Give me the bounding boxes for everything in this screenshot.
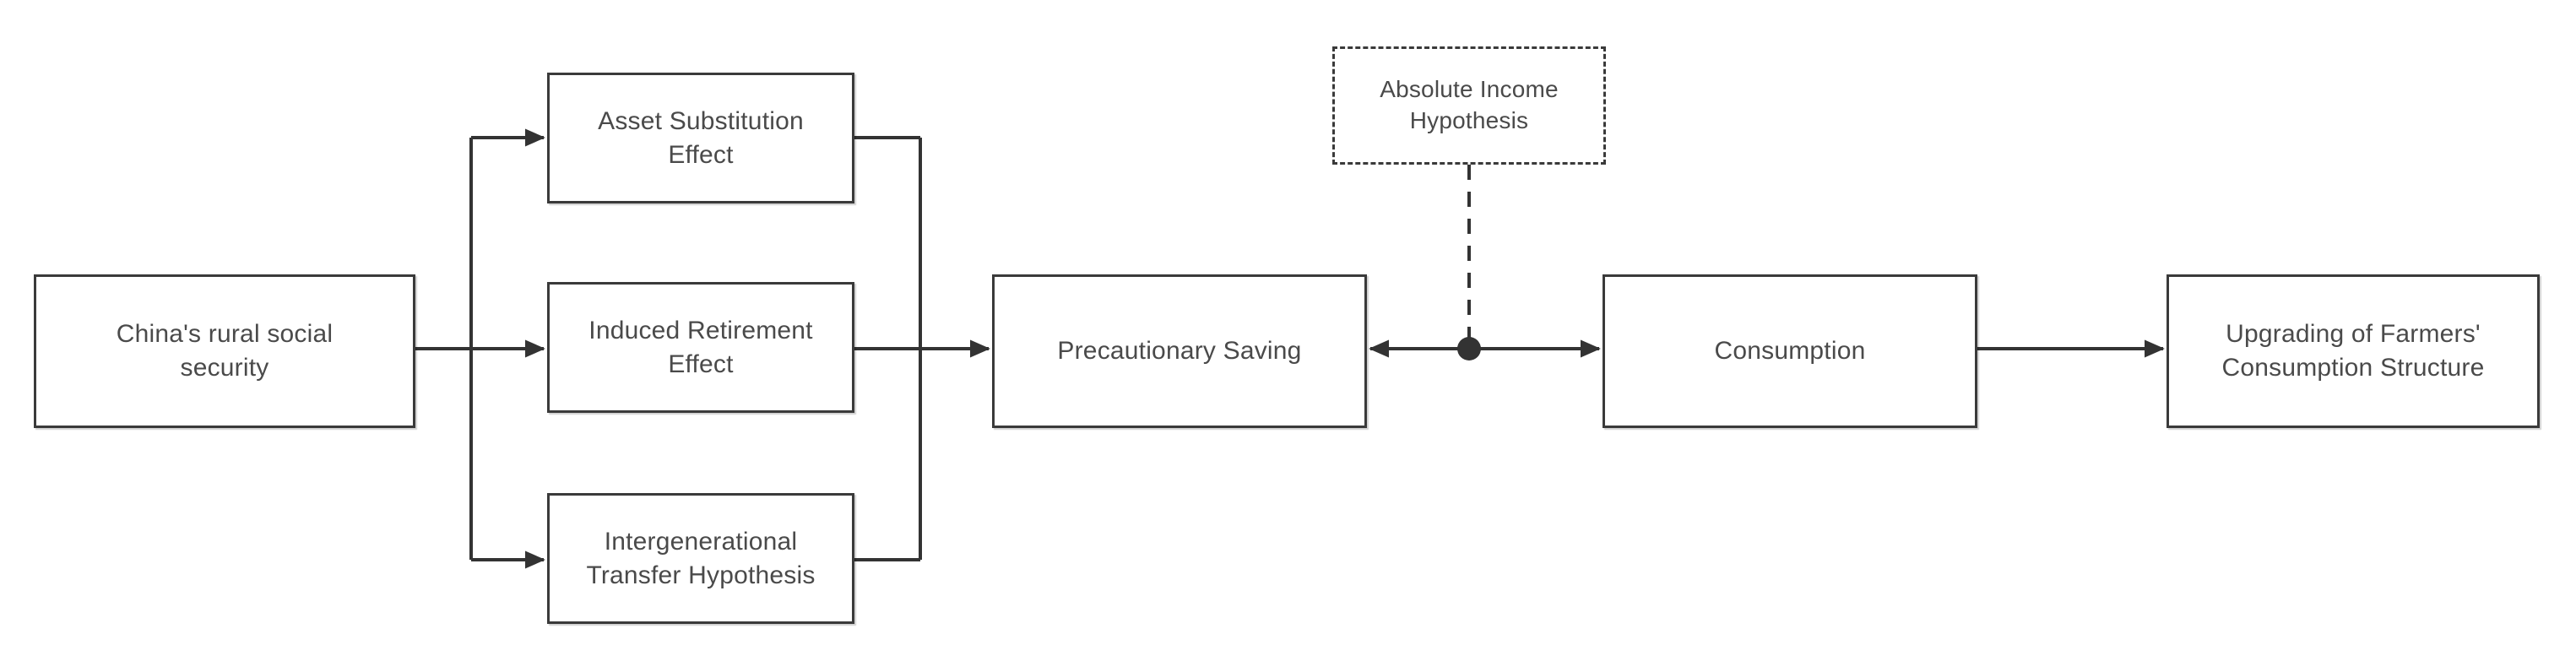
- node-intergenerational-transfer-hypothesis[interactable]: Intergenerational Transfer Hypothesis: [547, 493, 854, 624]
- node-precautionary-saving[interactable]: Precautionary Saving: [992, 274, 1367, 428]
- node-absolute-income-hypothesis[interactable]: Absolute Income Hypothesis: [1332, 46, 1606, 165]
- junction-dot: [1457, 337, 1481, 361]
- node-consumption[interactable]: Consumption: [1603, 274, 1977, 428]
- node-label: Precautionary Saving: [1057, 337, 1302, 366]
- node-asset-substitution-effect[interactable]: Asset Substitution Effect: [547, 73, 854, 203]
- edge-n1-to-branch-trunk: [415, 138, 473, 560]
- node-upgrading-of-farmers-consumption-structure[interactable]: Upgrading of Farmers' Consumption Struct…: [2167, 274, 2540, 428]
- node-label: Induced Retirement Effect: [588, 316, 813, 378]
- node-china-rural-social-security[interactable]: China's rural social security: [34, 274, 415, 428]
- node-label: Absolute Income Hypothesis: [1380, 76, 1559, 133]
- node-induced-retirement-effect[interactable]: Induced Retirement Effect: [547, 282, 854, 413]
- node-label: Consumption: [1714, 337, 1866, 366]
- node-label: Asset Substitution Effect: [598, 106, 804, 169]
- node-label: Upgrading of Farmers' Consumption Struct…: [2221, 320, 2485, 382]
- node-label: Intergenerational Transfer Hypothesis: [586, 527, 816, 589]
- node-label: China's rural social security: [116, 320, 334, 382]
